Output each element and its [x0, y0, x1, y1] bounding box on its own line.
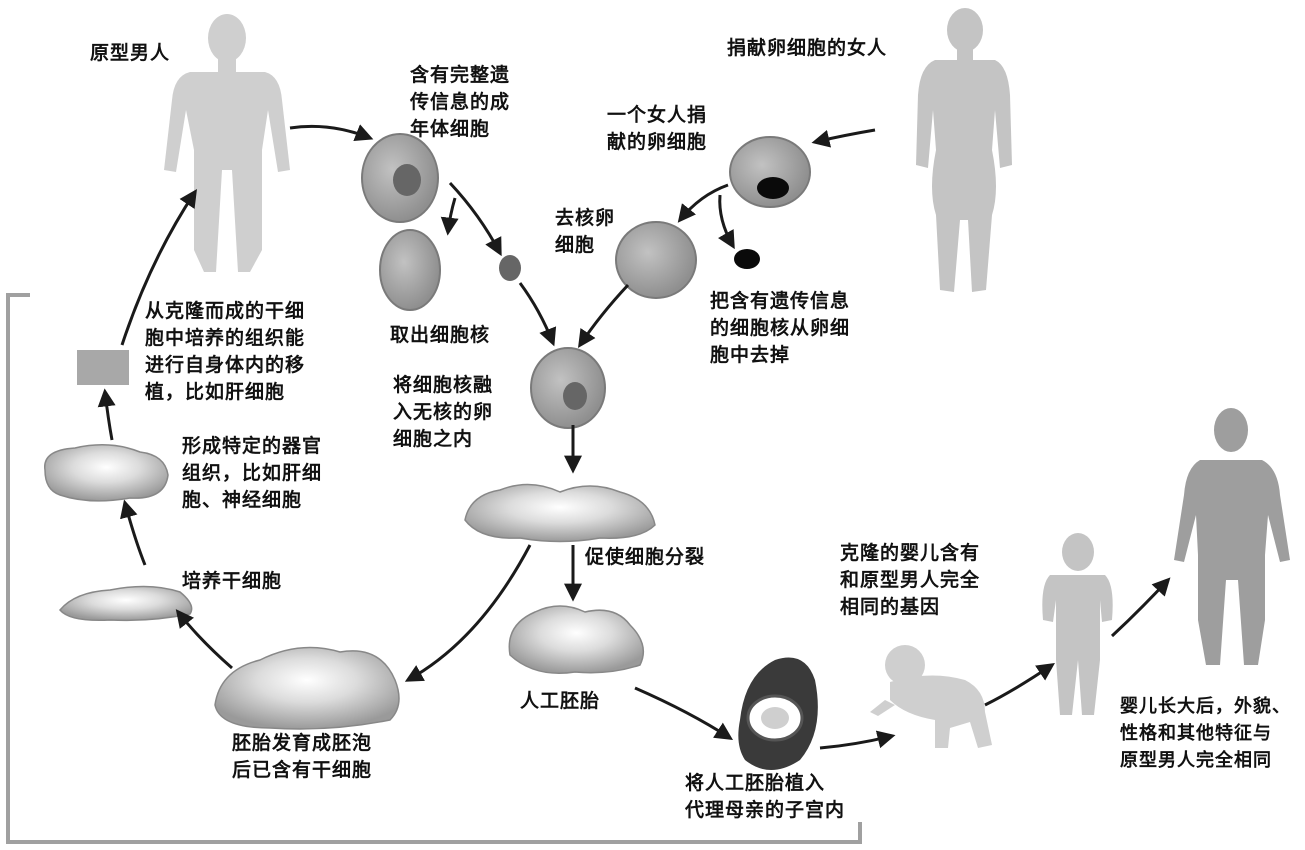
label-donated-egg: 一个女人捐 献的卵细胞 — [607, 104, 708, 153]
label-adult-cell: 含有完整遗 传信息的成 年体细胞 — [410, 64, 511, 140]
arrow-womb-to-baby — [819, 730, 896, 750]
enucleated-egg-cell — [615, 221, 697, 299]
grown-man-figure — [1174, 408, 1290, 665]
label-divide: 促使细胞分裂 — [585, 546, 706, 568]
prototype-man-figure — [164, 14, 290, 272]
label-transplant: 从克隆而成的干细 胞中培养的组织能 进行自身体内的移 植，比如肝细胞 — [145, 300, 306, 403]
label-extract-nucleus: 取出细胞核 — [390, 324, 491, 346]
arrow-divide-to-blastocyst — [404, 544, 532, 682]
extracted-nucleus — [499, 255, 521, 281]
arrow-organ-to-tissue — [97, 388, 116, 441]
arrow-cell-to-nucleus — [448, 181, 502, 257]
label-clone-baby: 克隆的婴儿含有 和原型男人完全 相同的基因 — [840, 542, 981, 618]
stem-cells — [59, 585, 193, 622]
label-donor-woman: 捐献卵细胞的女人 — [727, 37, 888, 59]
dividing-cells — [464, 483, 656, 543]
arrow-child-to-man — [1110, 577, 1171, 638]
arrow-cell-to-shell — [440, 197, 459, 236]
arrow-enucleated-to-fused — [578, 283, 630, 348]
arrow-baby-to-child — [984, 662, 1055, 707]
label-prototype-man: 原型男人 — [90, 42, 171, 64]
label-culture-stem: 培养干细胞 — [182, 570, 283, 592]
donor-woman-figure — [916, 8, 1012, 292]
adult-body-cell — [361, 133, 439, 223]
arrow-egg-to-enucleated — [677, 183, 729, 223]
label-remove-nucleus: 把含有遗传信息 的细胞核从卵细 胞中去掉 — [710, 290, 851, 366]
blastocyst — [214, 646, 400, 730]
arrow-embryo-to-womb — [634, 686, 734, 740]
donated-egg-cell — [729, 136, 811, 208]
label-enucleated-egg: 去核卵 细胞 — [555, 207, 616, 256]
return-frame — [6, 293, 862, 844]
fused-cell — [530, 347, 606, 429]
cell-without-nucleus — [379, 229, 441, 311]
child-figure — [1042, 533, 1113, 715]
artificial-embryo — [508, 605, 645, 674]
removed-egg-nucleus — [734, 249, 760, 269]
label-fuse-nucleus: 将细胞核融 入无核的卵 细胞之内 — [393, 374, 494, 450]
arrow-stem-to-organ — [120, 499, 147, 566]
arrow-man-to-cell — [289, 124, 374, 142]
arrow-egg-to-removed-nucleus — [718, 194, 735, 250]
label-implant: 将人工胚胎植入 代理母亲的子宫内 — [685, 772, 846, 821]
clone-baby-figure — [870, 645, 992, 748]
arrow-tissue-to-man — [120, 188, 197, 346]
label-grown-up: 婴儿长大后，外貌、 性格和其他特征与 原型男人完全相同 — [1120, 696, 1291, 771]
label-embryo: 人工胚胎 — [520, 690, 601, 712]
arrow-blastocyst-to-stem — [175, 609, 233, 670]
transplant-tissue — [77, 350, 129, 385]
label-organ-tissue: 形成特定的器官 组织，比如肝细 胞、神经细胞 — [182, 435, 323, 511]
arrow-woman-to-egg — [811, 128, 876, 148]
label-blastocyst: 胚胎发育成胚泡 后已含有干细胞 — [232, 732, 373, 781]
organ-tissue — [44, 444, 169, 502]
surrogate-womb — [738, 657, 818, 770]
arrow-nucleus-to-fused — [518, 282, 557, 347]
